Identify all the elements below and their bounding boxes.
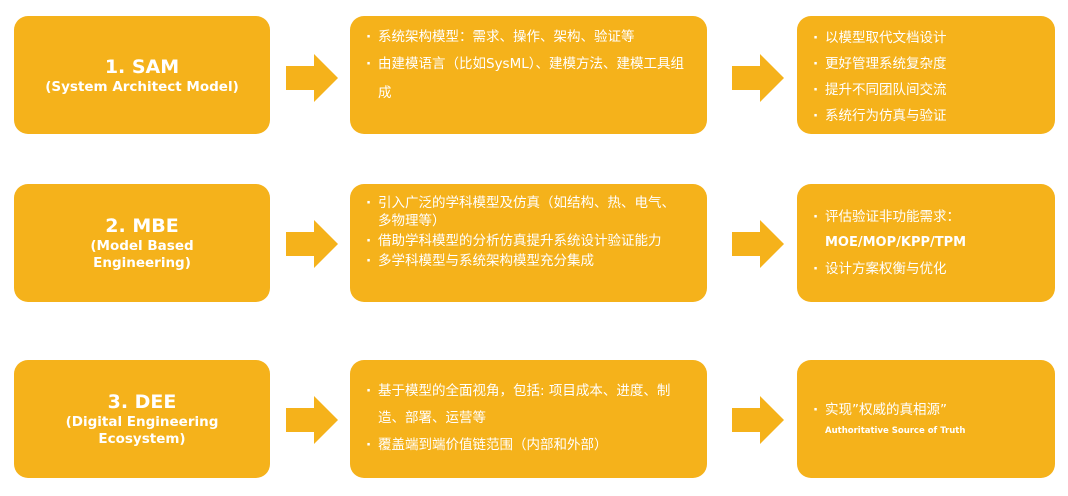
sam-subtitle: (System Architect Model) [45,78,239,95]
sam-title: 1. SAM [104,55,180,78]
sam-desc-item: 系统架构模型：需求、操作、架构、验证等 [364,24,693,50]
dee-desc-item: 覆盖端到端价值链范围（内部和外部） [364,432,693,459]
sam-description-box: 系统架构模型：需求、操作、架构、验证等 由建模语言（比如SysML）、建模方法、… [350,16,707,134]
arrow-right-icon [286,54,338,102]
dee-title: 3. DEE [107,391,177,413]
arrow-right-icon [286,220,338,268]
sam-benefit-item: 更好管理系统复杂度 [811,51,1041,77]
sam-benefit-item: 系统行为仿真与验证 [811,103,1041,129]
mbe-title-box: 2. MBE (Model Based Engineering) [14,184,270,302]
dee-desc-item: 基于模型的全面视角，包括: 项目成本、进度、制造、部署、运营等 [364,378,693,432]
mbe-benefit-item: 评估验证非功能需求： [811,204,1041,230]
sam-benefit-item: 以模型取代文档设计 [811,25,1041,51]
dee-benefit-text: 实现”权威的真相源” [825,402,947,418]
mbe-desc-item: 多学科模型与系统架构模型充分集成 [364,252,693,270]
dee-benefit-note: Authoritative Source of Truth [825,426,966,436]
mbe-metrics-label: MOE/MOP/KPP/TPM [825,235,967,250]
arrow-right-icon [286,396,338,444]
mbe-benefit-item: 设计方案权衡与优化 [811,256,1041,282]
dee-title-box: 3. DEE (Digital Engineering Ecosystem) [14,360,270,478]
dee-benefit-item: 实现”权威的真相源” Authoritative Source of Truth [811,400,1041,441]
dee-benefits-box: 实现”权威的真相源” Authoritative Source of Truth [797,360,1055,478]
mbe-subtitle: (Model Based Engineering) [90,238,194,271]
arrow-right-icon [732,396,784,444]
mbe-desc-item: 借助学科模型的分析仿真提升系统设计验证能力 [364,232,693,250]
mbe-title: 2. MBE [105,215,179,237]
arrow-right-icon [732,220,784,268]
dee-subtitle: (Digital Engineering Ecosystem) [65,414,219,447]
mbe-description-box: 引入广泛的学科模型及仿真（如结构、热、电气、多物理等） 借助学科模型的分析仿真提… [350,184,707,302]
sam-desc-item: 由建模语言（比如SysML）、建模方法、建模工具组成 [364,50,693,108]
sam-benefits-box: 以模型取代文档设计 更好管理系统复杂度 提升不同团队间交流 系统行为仿真与验证 [797,16,1055,134]
mbe-desc-item: 引入广泛的学科模型及仿真（如结构、热、电气、多物理等） [364,194,693,230]
sam-title-box: 1. SAM (System Architect Model) [14,16,270,134]
arrow-right-icon [732,54,784,102]
dee-description-box: 基于模型的全面视角，包括: 项目成本、进度、制造、部署、运营等 覆盖端到端价值链… [350,360,707,478]
mbe-benefits-box: 评估验证非功能需求： MOE/MOP/KPP/TPM 设计方案权衡与优化 [797,184,1055,302]
sam-benefit-item: 提升不同团队间交流 [811,77,1041,103]
